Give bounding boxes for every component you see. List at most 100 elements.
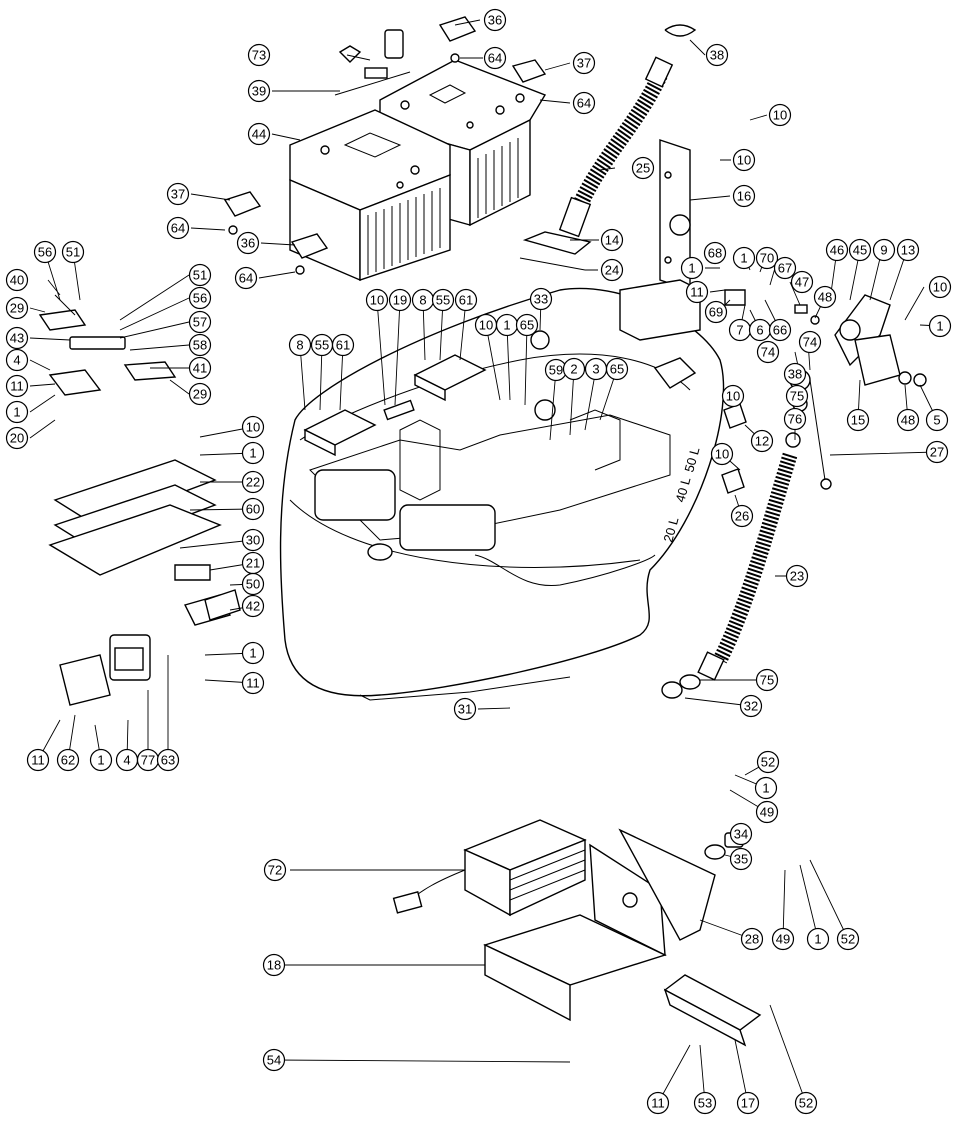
callout-circle <box>247 79 271 103</box>
callout-circle <box>872 238 896 262</box>
callout-label: 25 <box>636 161 650 176</box>
callout-65a: 65 <box>515 313 539 337</box>
callout-circle <box>721 384 745 408</box>
callout-label: 50 <box>246 577 260 592</box>
callout-circle <box>756 750 780 774</box>
battery-cable-assembly <box>223 16 547 275</box>
callout-label: 74 <box>761 345 775 360</box>
callout-64a: 64 <box>483 46 507 70</box>
tank-mark-20: 20 L <box>660 515 681 543</box>
callout-circle <box>740 927 764 951</box>
callout-circle <box>729 847 753 871</box>
callout-label: 45 <box>853 243 867 258</box>
callout-circle <box>755 800 779 824</box>
callout-18: 18 <box>262 953 286 977</box>
callout-circle <box>703 241 727 265</box>
callout-circle <box>188 310 212 334</box>
callout-label: 70 <box>760 251 774 266</box>
callout-circle <box>241 641 265 665</box>
callout-label: 56 <box>193 291 207 306</box>
callout-44: 44 <box>247 122 271 146</box>
callout-label: 21 <box>246 556 260 571</box>
callout-circle <box>600 258 624 282</box>
callout-circle <box>685 280 709 304</box>
callout-circle <box>562 357 586 381</box>
callout-label: 3 <box>592 362 599 377</box>
callout-60: 60 <box>241 497 265 521</box>
callout-circle <box>241 572 265 596</box>
callout-circle <box>768 318 792 342</box>
callout-circle <box>247 43 271 67</box>
callout-21: 21 <box>241 551 265 575</box>
callout-circle <box>247 122 271 146</box>
callout-label: 64 <box>171 221 185 236</box>
callout-10h: 10 <box>710 442 734 466</box>
callout-label: 36 <box>241 236 255 251</box>
callout-23: 23 <box>785 564 809 588</box>
callout-16: 16 <box>732 184 756 208</box>
callout-circle <box>241 441 265 465</box>
callout-label: 40 <box>10 273 24 288</box>
callout-73: 73 <box>247 43 271 67</box>
callout-circle <box>431 288 455 312</box>
callout-52b: 52 <box>836 927 860 951</box>
callout-10b: 10 <box>732 148 756 172</box>
callout-circle <box>33 240 57 264</box>
callout-label: 53 <box>698 1096 712 1111</box>
callout-circle <box>188 263 212 287</box>
callout-75a: 75 <box>785 384 809 408</box>
callout-3: 3 <box>584 357 608 381</box>
callout-66: 66 <box>768 318 792 342</box>
callout-label: 42 <box>246 599 260 614</box>
callout-label: 43 <box>10 331 24 346</box>
callout-circle <box>5 268 29 292</box>
callout-circle <box>166 182 190 206</box>
callout-34: 34 <box>729 822 753 846</box>
callout-49a: 49 <box>755 800 779 824</box>
callout-circle <box>896 238 920 262</box>
callout-label: 38 <box>788 367 802 382</box>
callout-label: 1 <box>814 932 821 947</box>
callout-52c: 52 <box>794 1091 818 1115</box>
callout-label: 66 <box>773 323 787 338</box>
callout-label: 61 <box>459 293 473 308</box>
callout-circle <box>925 440 949 464</box>
callout-64c: 64 <box>166 216 190 240</box>
callout-8a: 8 <box>411 288 435 312</box>
callout-label: 20 <box>10 431 24 446</box>
callout-circle <box>846 408 870 432</box>
callout-circle <box>241 497 265 521</box>
callout-label: 10 <box>933 280 947 295</box>
callout-49b: 49 <box>771 927 795 951</box>
callout-label: 51 <box>66 245 80 260</box>
callout-circle <box>705 43 729 67</box>
callout-label: 10 <box>726 389 740 404</box>
callout-circle <box>188 382 212 406</box>
valve-block-61 <box>303 354 487 457</box>
callout-label: 32 <box>744 699 758 714</box>
callout-17: 17 <box>736 1091 760 1115</box>
callout-10f: 10 <box>721 384 745 408</box>
callout-circle <box>783 407 807 431</box>
callout-circle <box>693 1091 717 1115</box>
callout-32: 32 <box>739 694 763 718</box>
callout-circle <box>26 748 50 772</box>
callout-label: 1 <box>762 781 769 796</box>
callout-68: 68 <box>703 241 727 265</box>
callout-label: 15 <box>851 413 865 428</box>
callout-label: 72 <box>268 863 282 878</box>
callout-label: 46 <box>830 243 844 258</box>
callout-75b: 75 <box>755 668 779 692</box>
callout-label: 57 <box>193 315 207 330</box>
callout-11c: 11 <box>241 671 265 695</box>
callout-label: 11 <box>10 379 24 394</box>
callout-label: 31 <box>458 702 472 717</box>
callout-label: 49 <box>776 932 790 947</box>
callout-55b: 55 <box>310 333 334 357</box>
callout-circle <box>236 231 260 255</box>
callout-label: 1 <box>936 319 943 334</box>
callout-label: 64 <box>577 96 591 111</box>
callout-label: 9 <box>880 243 887 258</box>
callout-label: 10 <box>715 447 729 462</box>
callout-circle <box>600 228 624 252</box>
